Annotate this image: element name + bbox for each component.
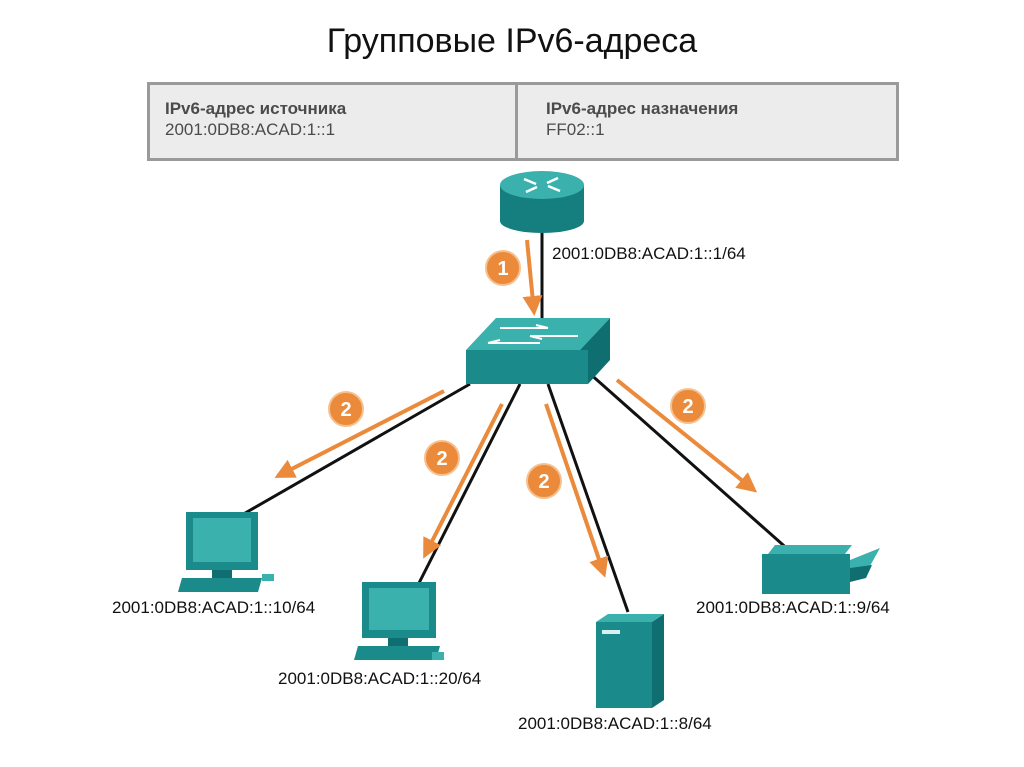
step-badge-2-pc2: 2	[424, 440, 460, 476]
step-badge-1: 1	[485, 250, 521, 286]
pc-icon	[178, 512, 274, 592]
source-address-cell: IPv6-адрес источника 2001:0DB8:ACAD:1::1	[150, 85, 515, 158]
arrow-router-to-switch	[522, 239, 543, 316]
router-address-label: 2001:0DB8:ACAD:1::1/64	[552, 244, 746, 263]
pc2-address-label: 2001:0DB8:ACAD:1::20/64	[278, 669, 482, 688]
destination-address-heading: IPv6-адрес назначения	[546, 99, 739, 118]
link-switch-pc2	[416, 383, 522, 586]
server-icon	[596, 614, 664, 708]
network-links	[239, 230, 801, 613]
svg-text:2: 2	[682, 396, 693, 418]
step-badge-2-server: 2	[526, 463, 562, 499]
arrow-to-server	[544, 403, 609, 578]
svg-text:1: 1	[497, 258, 508, 280]
link-switch-server	[546, 383, 630, 613]
switch-icon	[466, 318, 610, 384]
destination-address-cell: IPv6-адрес назначения FF02::1	[515, 85, 896, 158]
svg-text:2: 2	[340, 399, 351, 421]
step-badge-2-pc1: 2	[328, 391, 364, 427]
server-address-label: 2001:0DB8:ACAD:1::8/64	[518, 714, 712, 733]
source-address-value: 2001:0DB8:ACAD:1::1	[165, 120, 336, 139]
link-switch-printer	[587, 370, 801, 562]
pc-icon	[354, 582, 444, 660]
arrow-to-printer	[615, 378, 758, 493]
link-switch-pc1	[239, 382, 471, 518]
arrow-to-pc2	[423, 403, 504, 559]
step-badges: 1 2 2 2 2	[328, 250, 706, 499]
destination-address-value: FF02::1	[546, 120, 605, 139]
pc1-address-label: 2001:0DB8:ACAD:1::10/64	[112, 598, 316, 617]
flow-arrows	[274, 239, 758, 578]
router-icon	[500, 171, 584, 233]
printer-icon	[762, 545, 880, 594]
svg-text:2: 2	[436, 448, 447, 470]
page-title: Групповые IPv6-адреса	[326, 22, 698, 60]
step-badge-2-printer: 2	[670, 388, 706, 424]
source-address-heading: IPv6-адрес источника	[165, 99, 347, 118]
address-header-table: IPv6-адрес источника 2001:0DB8:ACAD:1::1…	[147, 82, 899, 161]
svg-text:2: 2	[538, 471, 549, 493]
arrow-to-pc1	[274, 389, 445, 478]
printer-address-label: 2001:0DB8:ACAD:1::9/64	[696, 598, 890, 617]
